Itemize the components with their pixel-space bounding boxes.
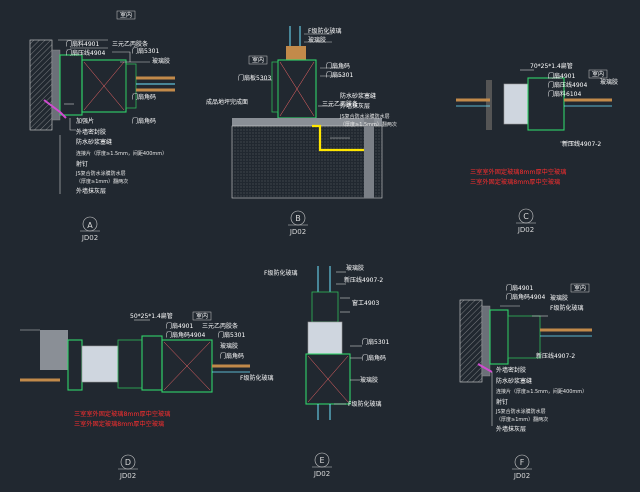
c-label-0: 70*25*1.4扁管 <box>530 62 573 70</box>
a-label-14: （厚度≥1mm）翻两次 <box>76 178 128 185</box>
a-label-10: 防水砂浆塞缝 <box>76 138 112 146</box>
b-label-7: 三元乙丙胶条 <box>322 100 358 108</box>
e-label-4: 门扇5301 <box>362 338 389 346</box>
detail-a: 室内 门扇料4901 门扇压线4904 三元乙丙胶条 门扇5301 玻璃胶 门扇… <box>29 10 175 242</box>
a-label-0: 室内 <box>120 11 132 19</box>
wall-a <box>29 39 53 131</box>
c-label-6: 新压线4907-2 <box>562 140 601 148</box>
a-label-7: 门扇角码 <box>132 117 156 125</box>
d-label-5: 门扇5301 <box>218 331 245 339</box>
detail-e: F级防化玻璃 玻璃胶 新压线4907-2 窗工4903 门扇5301 门扇角码 … <box>264 264 389 478</box>
a-ref: JD02 <box>81 234 98 242</box>
a-label-5: 玻璃胶 <box>152 57 170 65</box>
detail-f: 室内 门扇4901 门扇角码4904 玻璃胶 F级防化玻璃 新压线4907-2 … <box>459 283 592 480</box>
a-label-15: 外墙抹灰层 <box>76 187 106 195</box>
f-label-4: F级防化玻璃 <box>550 304 583 312</box>
b-label-4: 门扇5301 <box>326 71 353 79</box>
a-label-6: 门扇角码 <box>132 93 156 101</box>
e-label-3: 窗工4903 <box>352 299 379 307</box>
b-label-11: （厚度≥1.5mm）翻两次 <box>340 121 397 128</box>
b-label-0: F级防化玻璃 <box>308 27 341 35</box>
d-bubble: D <box>125 458 131 467</box>
c-label-5: 门扇料6104 <box>548 90 581 98</box>
f-label-7: 防水砂浆塞缝 <box>496 377 532 385</box>
d-label-1: 室内 <box>196 312 208 320</box>
f-label-2: 门扇角码4904 <box>506 293 545 301</box>
e-label-2: 新压线4907-2 <box>344 276 383 284</box>
f-label-8: 连接片（厚度≥1.5mm，间距400mm） <box>496 388 587 395</box>
b-label-2: 室内 <box>252 56 264 64</box>
detail-b: F级防化玻璃 玻璃胶 室内 门扇角码 门扇5301 门扇板5303 成品地坪完成… <box>206 26 397 236</box>
d-label-4: 三元乙丙胶条 <box>202 322 238 330</box>
b-label-10: JS复合防水涂膜防水层 <box>339 113 390 120</box>
b-label-9: 外墙抹灰层 <box>340 102 370 110</box>
b-label-5: 门扇板5303 <box>238 74 271 82</box>
f-bubble: F <box>520 458 525 467</box>
d-label-3: 门扇角码4904 <box>166 331 205 339</box>
f-label-1: 门扇4901 <box>506 284 533 292</box>
d-label-0: 50*25*1.4扁管 <box>130 312 173 320</box>
b-label-6: 成品地坪完成面 <box>206 98 248 106</box>
a-label-9: 外墙密封胶 <box>76 128 106 136</box>
b-label-8: 防水砂浆塞缝 <box>340 92 376 100</box>
b-label-3: 门扇角码 <box>326 62 350 70</box>
c-note-1: 三室外固定玻璃8mm厚中空玻璃 <box>470 178 560 186</box>
a-label-12: 射钉 <box>76 160 88 168</box>
d-note-1: 三室外固定玻璃8mm厚中空玻璃 <box>74 420 164 428</box>
e-label-6: 玻璃胶 <box>360 376 378 384</box>
c-ref: JD02 <box>517 226 534 234</box>
b-label-1: 玻璃胶 <box>308 36 326 44</box>
f-ref: JD02 <box>513 472 530 480</box>
c-bubble: C <box>523 212 529 221</box>
b-bubble: B <box>295 214 301 223</box>
a-label-3: 三元乙丙胶条 <box>112 40 148 48</box>
d-label-8: F级防化玻璃 <box>240 374 273 382</box>
c-note-0: 三室室外固定玻璃8mm厚中空玻璃 <box>470 168 566 176</box>
c-label-1: 室内 <box>592 70 604 78</box>
a-label-11: 连接片（厚度≥1.5mm，间距400mm） <box>76 150 167 157</box>
a-label-4: 门扇5301 <box>132 47 159 55</box>
b-ref: JD02 <box>289 228 306 236</box>
e-ref: JD02 <box>313 470 330 478</box>
c-label-3: 门扇压线4904 <box>548 81 587 89</box>
e-label-7: F级防化玻璃 <box>348 400 381 408</box>
detail-d: 50*25*1.4扁管 室内 门扇4901 门扇角码4904 三元乙丙胶条 门扇… <box>20 311 273 480</box>
detail-c: 70*25*1.4扁管 室内 门扇4901 门扇压线4904 玻璃胶 门扇料61… <box>456 62 618 234</box>
a-label-13: JS复合防水涂膜防水层 <box>75 170 126 177</box>
f-label-5: 新压线4907-2 <box>536 352 575 360</box>
e-label-5: 门扇角码 <box>362 354 386 362</box>
f-label-11: （厚度≥1mm）翻两次 <box>496 416 548 423</box>
f-label-3: 玻璃胶 <box>550 294 568 302</box>
c-label-2: 门扇4901 <box>548 72 575 80</box>
f-label-10: JS复合防水涂膜防水层 <box>495 408 546 415</box>
f-label-9: 射钉 <box>496 398 508 406</box>
f-label-6: 外墙密封胶 <box>496 366 526 374</box>
d-note-0: 三室室外固定玻璃8mm厚中空玻璃 <box>74 410 170 418</box>
d-ref: JD02 <box>119 472 136 480</box>
e-label-0: F级防化玻璃 <box>264 269 297 277</box>
d-label-7: 门扇角码 <box>220 352 244 360</box>
a-bubble: A <box>87 221 93 230</box>
d-label-6: 玻璃胶 <box>220 342 238 350</box>
c-label-4: 玻璃胶 <box>600 78 618 86</box>
e-label-1: 玻璃胶 <box>346 264 364 272</box>
a-label-1: 门扇料4901 <box>66 40 99 48</box>
f-label-0: 室内 <box>574 284 586 292</box>
e-bubble: E <box>319 456 324 465</box>
f-label-12: 外墙抹灰层 <box>496 425 526 433</box>
a-label-8: 加强片 <box>76 117 94 125</box>
d-label-2: 门扇4901 <box>166 322 193 330</box>
a-label-2: 门扇压线4904 <box>66 49 105 57</box>
